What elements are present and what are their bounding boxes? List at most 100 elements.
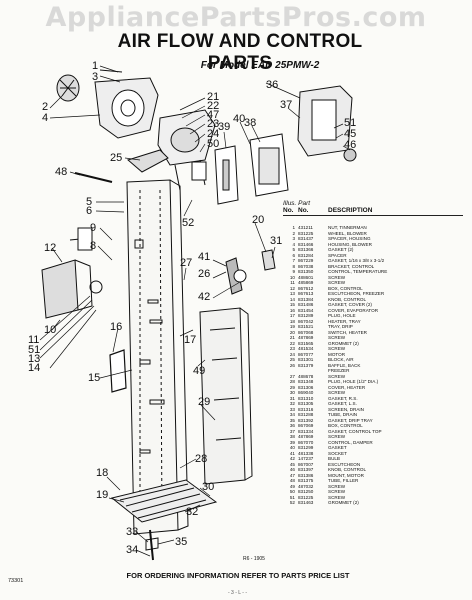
part-illus-no: 24 bbox=[289, 351, 295, 357]
part-illus-no: 29 bbox=[289, 384, 295, 390]
parts-list-header: Illus. Part No. No. DESCRIPTION bbox=[283, 200, 463, 216]
callout: 26 bbox=[198, 268, 210, 280]
blower-housing-drawing bbox=[94, 69, 159, 139]
callout: 28 bbox=[195, 453, 207, 465]
damper-control-box-drawing bbox=[214, 85, 353, 205]
part-description: COVER, HEATER bbox=[328, 384, 366, 390]
callout: 35 bbox=[175, 536, 187, 548]
part-description: ESCUTCHEON bbox=[328, 461, 361, 467]
part-number: 831289 bbox=[298, 313, 314, 318]
part-description: BLOCK, AIR bbox=[328, 357, 354, 362]
part-illus-no: 18 bbox=[289, 318, 295, 324]
part-illus-no: 37 bbox=[289, 428, 295, 434]
motor-drawing bbox=[157, 109, 216, 191]
part-description: SCREEN, DRAIN bbox=[328, 406, 364, 412]
part-description: COVER, EVAPORATOR bbox=[328, 307, 379, 313]
part-description: HOUSING, BLOWER bbox=[328, 241, 372, 247]
part-illus-no: 26 bbox=[289, 362, 295, 368]
part-number: 831334 bbox=[298, 428, 314, 434]
part-illus-no: 19 bbox=[289, 324, 295, 329]
part-illus-no: 52 bbox=[289, 500, 295, 505]
part-illus-no: 11 bbox=[290, 280, 295, 285]
part-illus-no: 51 bbox=[289, 494, 295, 500]
callout: 34 bbox=[126, 544, 138, 556]
part-description: TRAY, DRIP bbox=[328, 324, 353, 329]
part-illus-no: 35 bbox=[289, 417, 295, 423]
callout: 39 bbox=[218, 121, 230, 133]
callout: 31 bbox=[270, 235, 282, 247]
part-description: CONTROL, DAMPER bbox=[328, 439, 373, 445]
part-number: 831305 bbox=[298, 401, 314, 406]
part-description: PLUG, HOLE bbox=[328, 313, 356, 318]
part-description: SWITCH, HEATER bbox=[328, 329, 367, 335]
callout: 37 bbox=[280, 99, 292, 111]
part-illus-no: 45 bbox=[289, 461, 295, 467]
part-number: 831288 bbox=[298, 412, 314, 417]
part-description: WHEEL, BLOWER bbox=[328, 230, 367, 236]
part-number: 867077 bbox=[298, 351, 314, 357]
part-description: TUBE, FILLER bbox=[328, 478, 359, 483]
part-description: GASKET, DRIP TRAY bbox=[328, 417, 373, 423]
part-number: 831299 bbox=[298, 445, 314, 450]
callout: 17 bbox=[184, 334, 196, 346]
callout: 41 bbox=[198, 251, 210, 263]
callout: 38 bbox=[244, 117, 256, 129]
part-description: BAFFLE, BACK bbox=[328, 362, 361, 368]
part-illus-no: 31 bbox=[289, 395, 295, 401]
part-illus-no: 8 bbox=[292, 263, 295, 269]
part-description: TUBE, DRAIN bbox=[328, 412, 358, 417]
part-description: SCREW bbox=[328, 335, 346, 340]
callout: 10 bbox=[44, 324, 56, 336]
part-description: GROMMET (2) bbox=[328, 340, 359, 346]
callout: 46 bbox=[344, 139, 356, 151]
part-description: GASKET, CONTROL TOP bbox=[328, 428, 382, 434]
part-illus-no: 20 bbox=[289, 329, 295, 335]
part-illus-no: 49 bbox=[289, 483, 295, 489]
callout: 23 bbox=[207, 118, 219, 130]
callout: 51 bbox=[344, 117, 356, 129]
callout: 45 bbox=[344, 128, 356, 140]
freezer-control-box-drawing bbox=[41, 227, 103, 319]
part-number: 867038 bbox=[298, 263, 314, 269]
part-number: 831379 bbox=[298, 362, 314, 368]
part-description: GROMMET (2) bbox=[328, 500, 359, 505]
page-title: AIR FLOW AND CONTROL PARTS bbox=[117, 31, 363, 74]
callout: 29 bbox=[198, 396, 210, 408]
col-part-no: No. bbox=[298, 207, 309, 214]
part-number: 831350 bbox=[298, 269, 314, 274]
callout: 4 bbox=[42, 112, 48, 124]
part-description: BULB bbox=[328, 456, 341, 461]
part-number: 488601 bbox=[298, 274, 314, 280]
callout: 7 bbox=[114, 316, 120, 328]
part-illus-no: 15 bbox=[289, 302, 295, 307]
callout: 48 bbox=[55, 166, 67, 178]
part-number: 487032 bbox=[298, 483, 314, 489]
part-illus-no: 6 bbox=[292, 252, 295, 258]
part-illus-no: 12 bbox=[289, 285, 295, 291]
callout: 40 bbox=[233, 113, 245, 125]
part-illus-no: 13 bbox=[289, 291, 295, 296]
